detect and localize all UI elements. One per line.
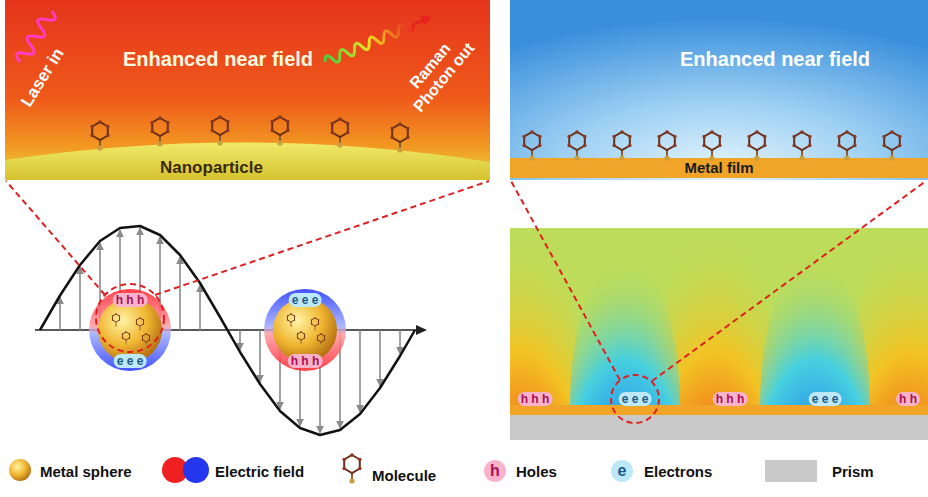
band-label: Nanoparticle xyxy=(160,158,263,178)
nanoparticle-band: Nanoparticle xyxy=(5,128,490,180)
legend-text: Electric field xyxy=(215,463,304,480)
legend-field-icon xyxy=(183,457,209,483)
legend-sphere-icon xyxy=(9,459,31,481)
legend-text: Prism xyxy=(832,463,874,480)
charge-label: h h h xyxy=(518,392,553,406)
beam-label: Raman Photon out xyxy=(390,20,485,123)
near-field-panel xyxy=(5,0,490,180)
surface-plasmon-field xyxy=(510,228,928,405)
panel-heading: Enhanced near field xyxy=(680,48,870,71)
legend-text: Holes xyxy=(516,463,557,480)
charge-label: e e e xyxy=(809,392,842,406)
beam-label: Laser in xyxy=(17,45,68,111)
prism xyxy=(510,415,928,440)
zoom-leader xyxy=(6,181,926,423)
charge-label: h h h xyxy=(288,354,323,368)
charge-label: e e e xyxy=(114,354,147,368)
legend-swatch xyxy=(765,460,817,482)
band-label: Metal film xyxy=(684,159,753,176)
charge-label: e e e xyxy=(289,293,322,307)
sine-wave xyxy=(40,226,415,435)
field-arrows xyxy=(60,228,400,433)
legend-charge-icon: h xyxy=(484,460,506,482)
legend-text: Electrons xyxy=(644,463,712,480)
charge-label: e e e xyxy=(619,392,652,406)
legend-text: Molecule xyxy=(372,467,436,484)
charge-label: h h h xyxy=(713,392,748,406)
raman-wave xyxy=(323,12,434,67)
metal-sphere xyxy=(273,298,337,362)
electric-field xyxy=(264,289,346,371)
charge-label: h h xyxy=(896,392,920,406)
nanoparticle-surface xyxy=(5,142,490,180)
legend-charge-icon: e xyxy=(611,460,633,482)
metal-film-band: Metal film xyxy=(510,158,928,178)
metal-film xyxy=(510,405,928,415)
charge-label: h h h xyxy=(113,293,148,307)
near-field-panel: Enhanced near field Laser in Raman Photon … xyxy=(5,0,490,180)
legend-text: Metal sphere xyxy=(40,463,132,480)
near-field-panel: Enhanced near fieldMetal film xyxy=(510,0,928,180)
near-field-panel xyxy=(510,0,928,180)
panel-heading: Enhanced near field xyxy=(123,48,313,71)
metal-film xyxy=(510,158,928,178)
